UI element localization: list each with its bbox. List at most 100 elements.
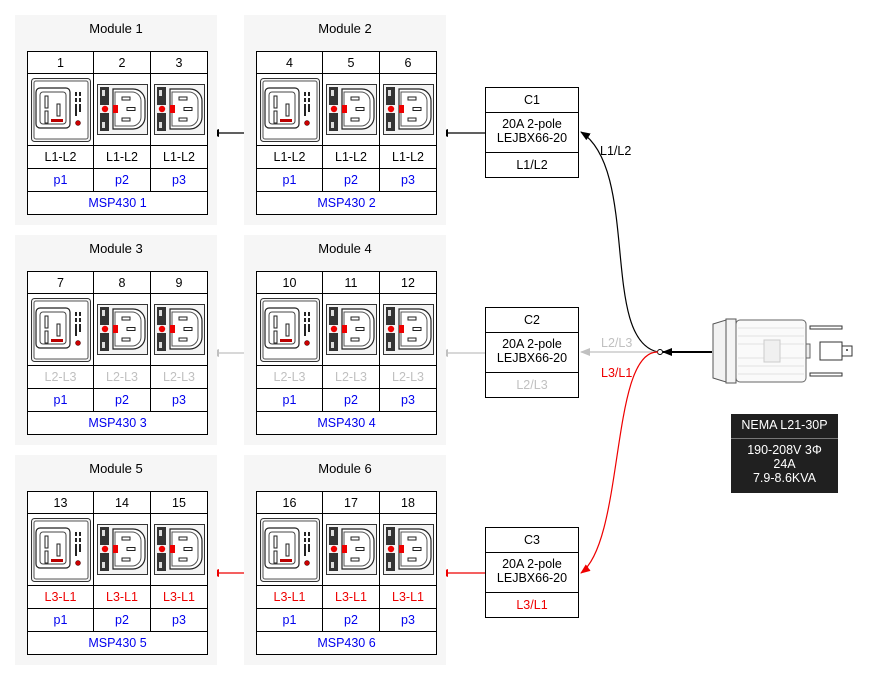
outlet-phase: L1-L2 [93,145,151,169]
outlet-cell[interactable] [93,73,151,146]
module-title: Module 5 [89,461,143,476]
outlet-cell[interactable] [27,513,94,586]
module-title: Module 4 [318,241,372,256]
port-link[interactable]: p1 [256,388,323,412]
outlet-number: 2 [93,51,151,74]
breaker-model: LEJBX66-20 [496,131,568,145]
outlet-cell[interactable] [93,513,151,586]
outlet-cell[interactable] [379,513,437,586]
outlet-cell[interactable] [256,513,323,586]
outlet-cell[interactable] [27,293,94,366]
outlet-cell[interactable] [93,293,151,366]
port-link[interactable]: p2 [322,608,380,632]
outlet-phase: L3-L1 [322,585,380,609]
outlet-cell[interactable] [322,73,380,146]
c13-outlet-icon [96,524,148,575]
breaker-phase: L1/L2 [486,152,578,177]
c19-outlet-icon [259,77,320,142]
port-link[interactable]: p2 [93,608,151,632]
port-link[interactable]: p3 [379,168,437,192]
outlet-number: 15 [150,491,208,514]
outlet-cell[interactable] [150,73,208,146]
c19-outlet-icon [259,517,320,582]
c13-outlet-icon [96,84,148,135]
breaker-rating: 20A 2-pole [502,557,562,571]
port-link[interactable]: p1 [256,608,323,632]
outlet-cell[interactable] [256,73,323,146]
module-name-link[interactable]: MSP430 2 [256,191,437,215]
c13-outlet-icon [325,304,377,355]
module-name-link[interactable]: MSP430 3 [27,411,208,435]
breaker-phase: L3/L1 [486,592,578,617]
port-link[interactable]: p3 [150,608,208,632]
port-link[interactable]: p2 [322,168,380,192]
wire-label-l2l3: L2/L3 [601,336,633,350]
c13-outlet-icon [153,304,205,355]
outlet-number: 14 [93,491,151,514]
port-link[interactable]: p1 [27,388,94,412]
outlet-cell[interactable] [150,293,208,366]
wire-l1l2 [580,131,659,353]
outlet-number: 3 [150,51,208,74]
port-link[interactable]: p3 [150,168,208,192]
outlet-number: 12 [379,271,437,294]
inlet-voltage: 190-208V 3Φ [747,443,822,457]
port-link[interactable]: p3 [379,608,437,632]
outlet-number: 1 [27,51,94,74]
wire-l3l1 [580,351,659,574]
c19-outlet-icon [30,77,91,142]
outlet-number: 11 [322,271,380,294]
breaker-phase: L2/L3 [486,372,578,397]
inlet-specs: 190-208V 3Φ 24A 7.9-8.6KVA [731,439,838,485]
outlet-phase: L2-L3 [93,365,151,389]
port-link[interactable]: p3 [379,388,437,412]
c13-outlet-icon [325,84,377,135]
c13-outlet-icon [382,524,434,575]
outlet-number: 16 [256,491,323,514]
port-link[interactable]: p2 [93,168,151,192]
module-name-link[interactable]: MSP430 6 [256,631,437,655]
outlet-phase: L1-L2 [379,145,437,169]
module-name-link[interactable]: MSP430 5 [27,631,208,655]
port-link[interactable]: p3 [150,388,208,412]
breaker-name: C1 [524,93,540,107]
module-name-link[interactable]: MSP430 4 [256,411,437,435]
outlet-phase: L3-L1 [256,585,323,609]
outlet-cell[interactable] [322,513,380,586]
outlet-phase: L3-L1 [27,585,94,609]
port-link[interactable]: p2 [322,388,380,412]
outlet-phase: L1-L2 [150,145,208,169]
module-name-link[interactable]: MSP430 1 [27,191,208,215]
port-link[interactable]: p2 [93,388,151,412]
outlet-cell[interactable] [256,293,323,366]
outlet-number: 7 [27,271,94,294]
inlet-title: NEMA L21-30P [731,414,838,439]
port-link[interactable]: p1 [27,608,94,632]
outlet-phase: L3-L1 [150,585,208,609]
outlet-number: 13 [27,491,94,514]
outlet-cell[interactable] [27,73,94,146]
outlet-phase: L1-L2 [27,145,94,169]
outlet-cell[interactable] [379,73,437,146]
outlet-number: 10 [256,271,323,294]
port-link[interactable]: p1 [27,168,94,192]
outlet-phase: L3-L1 [379,585,437,609]
outlet-number: 9 [150,271,208,294]
outlet-phase: L2-L3 [322,365,380,389]
outlet-cell[interactable] [322,293,380,366]
outlet-cell[interactable] [150,513,208,586]
breaker-rating: 20A 2-pole [502,117,562,131]
outlet-cell[interactable] [379,293,437,366]
c13-outlet-icon [325,524,377,575]
port-link[interactable]: p1 [256,168,323,192]
c19-outlet-icon [30,517,91,582]
